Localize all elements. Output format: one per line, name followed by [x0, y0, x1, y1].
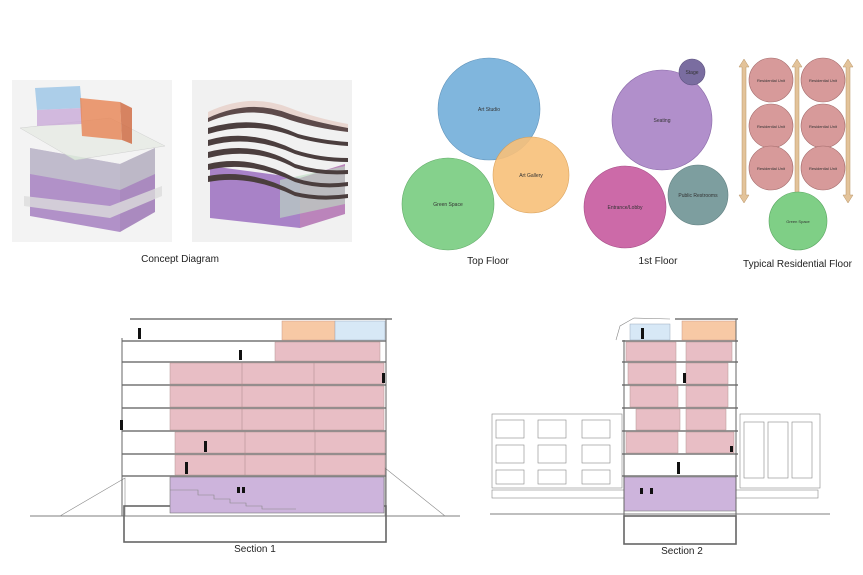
- unit-label-5: Residential Unit: [757, 166, 786, 171]
- green-space-label: Green Space: [433, 202, 463, 208]
- concept-block-1: [19, 86, 166, 232]
- art-gallery-bubble: [492, 136, 570, 214]
- top-floor-bubbles: Art Studio Art Gallery Green Space: [401, 57, 570, 251]
- unit-label-3: Residential Unit: [757, 124, 786, 129]
- section-1-caption: Section 1: [234, 544, 276, 555]
- entrance-label: Entrance/Lobby: [607, 205, 643, 211]
- seating-label: Seating: [654, 118, 671, 124]
- first-floor-caption: 1st Floor: [638, 256, 678, 267]
- residential-unit-1: [748, 57, 794, 103]
- first-floor-bubbles: Seating Stage Entrance/Lobby Public Rest…: [583, 58, 729, 249]
- residential-bubbles: Residential Unit Residential Unit Reside…: [738, 57, 854, 251]
- art-gallery-label: Art Gallery: [519, 173, 543, 179]
- residential-caption: Typical Residential Floor: [743, 259, 852, 270]
- residential-green-space: [768, 191, 828, 251]
- unit-label-2: Residential Unit: [809, 78, 838, 83]
- entrance-bubble: [583, 165, 667, 249]
- residential-diagram: Residential Unit Residential Unit Reside…: [733, 55, 858, 255]
- unit-label-4: Residential Unit: [809, 124, 838, 129]
- stage-label: Stage: [685, 70, 698, 76]
- stage-bubble: [678, 58, 706, 86]
- residential-unit-5: [748, 145, 794, 191]
- unit-label-6: Residential Unit: [809, 166, 838, 171]
- residential-unit-6: [800, 145, 846, 191]
- green-space-bubble: [401, 157, 495, 251]
- concept-block-2: [208, 100, 348, 228]
- art-studio-label: Art Studio: [478, 107, 500, 113]
- section-1-drawing: [30, 318, 460, 543]
- top-floor-caption: Top Floor: [467, 256, 509, 267]
- section-2-caption: Section 2: [661, 546, 703, 557]
- concept-caption: Concept Diagram: [141, 254, 219, 265]
- concept-diagram: [10, 78, 355, 243]
- unit-label-1: Residential Unit: [757, 78, 786, 83]
- concept-diagram-render: [12, 80, 352, 242]
- seating-bubble: [611, 69, 713, 171]
- section-2-drawing: [490, 317, 830, 545]
- restrooms-bubble: [667, 164, 729, 226]
- first-floor-diagram: Seating Stage Entrance/Lobby Public Rest…: [578, 55, 733, 255]
- residential-unit-2: [800, 57, 846, 103]
- top-floor-diagram: Art Studio Art Gallery Green Space: [395, 55, 585, 255]
- restrooms-label: Public Restrooms: [678, 193, 718, 199]
- art-studio-bubble: [437, 57, 541, 161]
- section-2-diagram: [490, 310, 830, 545]
- section-1-diagram: [30, 310, 460, 545]
- residential-green-label: Green Space: [786, 219, 810, 224]
